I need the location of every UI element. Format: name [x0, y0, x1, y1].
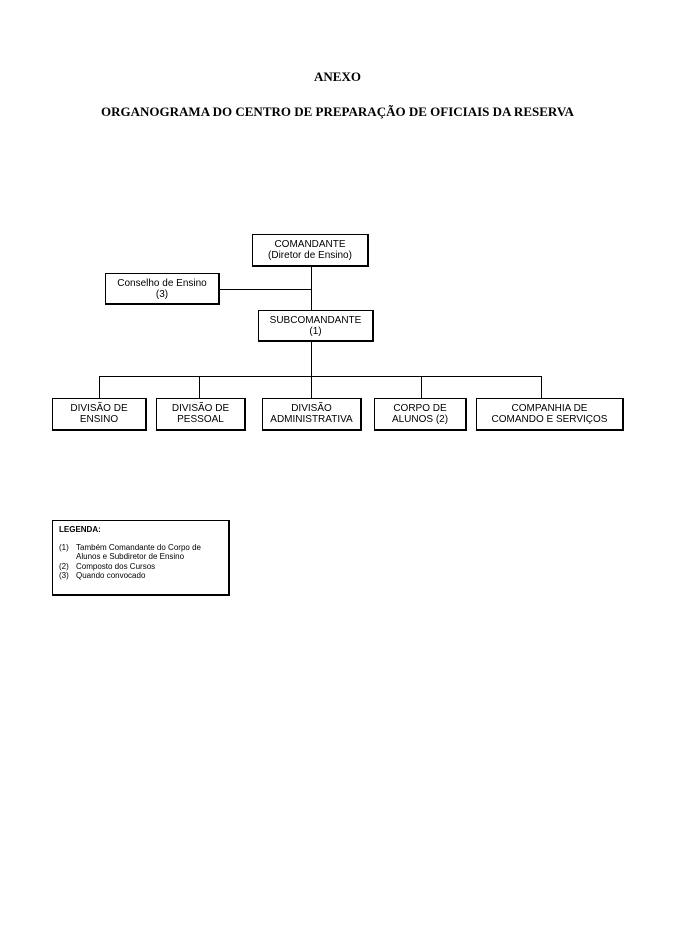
- connector-division-pessoal: [199, 376, 200, 398]
- box-companhia-comando-servicos: COMPANHIA DE COMANDO E SERVIÇOS: [476, 398, 624, 431]
- legend-box: LEGENDA: (1) Também Comandante do Corpo …: [52, 520, 230, 596]
- legend-title: LEGENDA:: [59, 525, 101, 534]
- division-label-line1: DIVISÃO DE: [171, 403, 230, 414]
- legend-item-number: (2): [59, 561, 69, 571]
- legend-item-number: (3): [59, 571, 69, 580]
- box-conselho-line1: Conselho de Ensino: [117, 277, 207, 289]
- connector-subcomandante-bus: [311, 341, 312, 377]
- legend-item-line1: Também Comandante do Corpo de: [76, 542, 201, 552]
- page-title: ANEXO: [314, 69, 361, 84]
- box-corpo-alunos: CORPO DE ALUNOS (2): [374, 398, 467, 431]
- connector-division-administrativa: [311, 376, 312, 398]
- division-label-line1: DIVISÃO DE: [70, 403, 128, 414]
- connector-conselho: [219, 289, 312, 290]
- connector-division-corpo: [421, 376, 422, 398]
- box-conselho-ensino: Conselho de Ensino (3): [105, 273, 220, 305]
- division-label-line2: COMANDO E SERVIÇOS: [491, 414, 608, 425]
- connector-division-companhia: [541, 376, 542, 398]
- connector-comandante-subcomandante: [311, 266, 312, 311]
- box-divisao-administrativa: DIVISÃO ADMINISTRATIVA: [262, 398, 362, 431]
- division-label-line1: COMPANHIA DE: [511, 403, 588, 414]
- box-divisao-ensino: DIVISÃO DE ENSINO: [52, 398, 147, 431]
- division-label-line1: DIVISÃO: [291, 403, 332, 414]
- box-subcomandante-line1: SUBCOMANDANTE: [269, 314, 362, 326]
- box-comandante-line2: (Diretor de Ensino): [268, 250, 352, 261]
- legend-item-line2: Alunos e Subdiretor de Ensino: [76, 552, 185, 561]
- box-subcomandante: SUBCOMANDANTE (1): [258, 310, 374, 342]
- legend-item: (2) Composto dos Cursos: [59, 562, 222, 572]
- box-comandante-line1: COMANDANTE: [274, 239, 346, 250]
- connector-division-ensino: [99, 376, 100, 398]
- division-label-line2: ALUNOS (2): [391, 414, 449, 425]
- legend-item-line1: Composto dos Cursos: [76, 561, 156, 571]
- box-subcomandante-line2: (1): [309, 325, 322, 337]
- legend-item: (1) Também Comandante do Corpo de Alunos…: [59, 543, 222, 562]
- division-label-line2: ADMINISTRATIVA: [270, 414, 353, 425]
- legend-item-line1: Quando convocado: [76, 571, 146, 580]
- legend-item-text: Também Comandante do Corpo de Alunos e S…: [76, 543, 201, 562]
- connector-divisions-bus: [99, 376, 542, 377]
- page-subtitle: ORGANOGRAMA DO CENTRO DE PREPARAÇÃO DE O…: [101, 104, 574, 119]
- box-conselho-line2: (3): [155, 288, 169, 300]
- legend-item: (3) Quando convocado: [59, 571, 222, 581]
- box-divisao-pessoal: DIVISÃO DE PESSOAL: [156, 398, 246, 431]
- division-label-line2: PESSOAL: [177, 414, 224, 425]
- division-label-line2: ENSINO: [79, 414, 119, 425]
- box-comandante: COMANDANTE (Diretor de Ensino): [252, 234, 369, 267]
- division-label-line1: CORPO DE: [393, 403, 447, 414]
- legend-item-number: (1): [59, 542, 69, 552]
